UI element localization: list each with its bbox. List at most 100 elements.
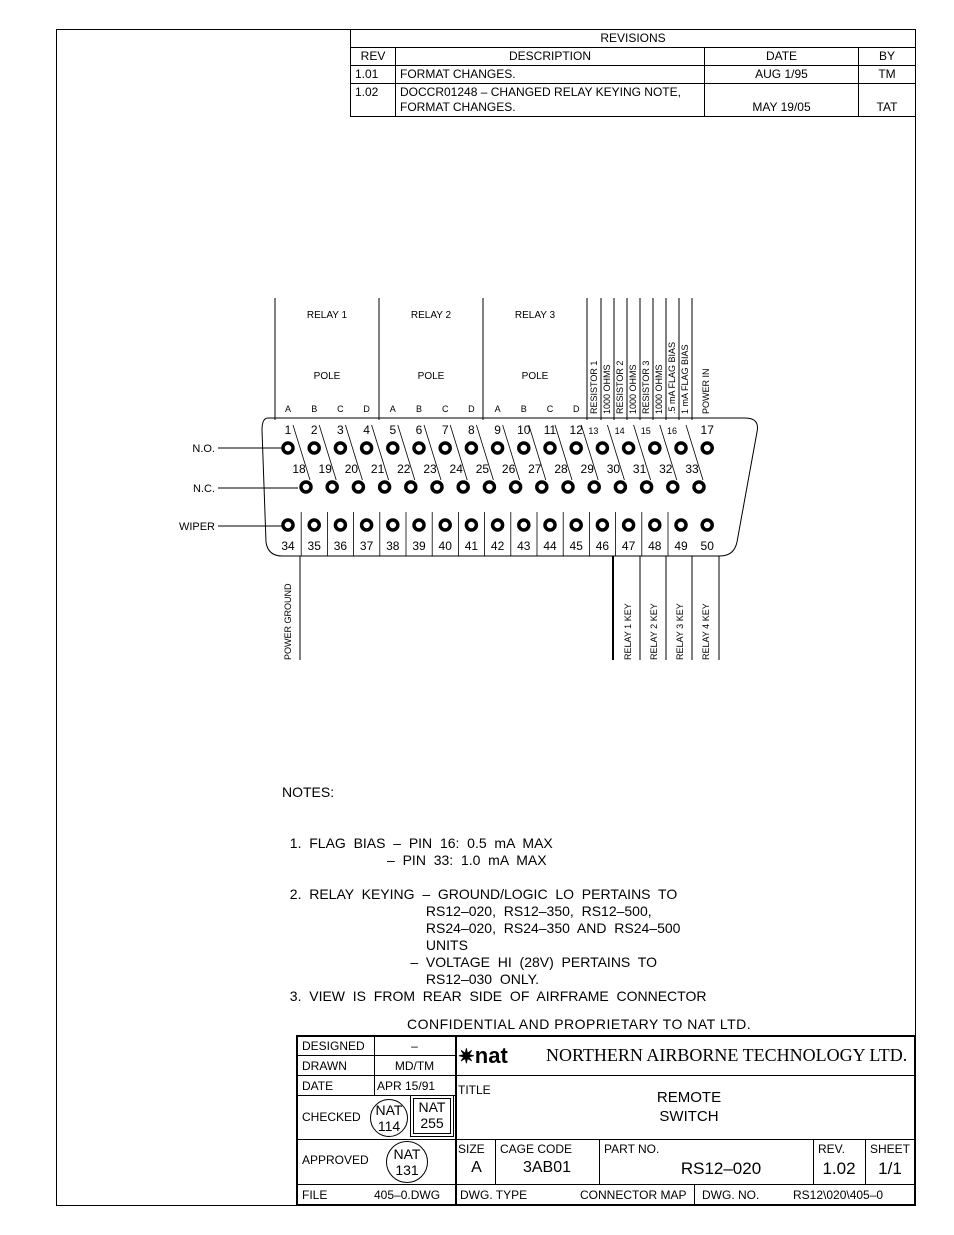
pin-number: 42 <box>491 539 505 553</box>
pin-contact <box>412 441 426 455</box>
starburst-icon: ✷ <box>458 1046 475 1068</box>
pin-contact <box>404 480 418 494</box>
pin-number: 28 <box>554 462 568 476</box>
revisions-table: REVISIONS REV DESCRIPTION DATE BY 1.01 F… <box>350 29 916 117</box>
pole-letter: D <box>468 404 475 414</box>
pin-number: 11 <box>544 423 557 437</box>
row-label-wiper: WIPER <box>179 521 215 533</box>
pin-number: 39 <box>412 539 426 553</box>
vertical-pin-label: 1000 OHMS <box>628 364 638 414</box>
confidential-statement: CONFIDENTIAL AND PROPRIETARY TO NAT LTD. <box>407 1016 752 1032</box>
pin-contact <box>456 480 470 494</box>
pin-contact <box>333 441 348 455</box>
pin-number: 48 <box>648 539 662 553</box>
note-line: 1. FLAG BIAS – PIN 16: 0.5 mA MAX <box>282 835 553 851</box>
drawn-value: MD/TM <box>394 1059 435 1073</box>
pin-number: 29 <box>581 462 595 476</box>
pin-contact <box>621 441 636 455</box>
drawn-label: DRAWN <box>302 1059 347 1073</box>
pin-contact <box>430 480 444 494</box>
pin-number: 46 <box>596 539 610 553</box>
nat-logo: ✷nat <box>458 1043 508 1068</box>
designed-value: – <box>411 1039 418 1053</box>
notes-lines: 1. FLAG BIAS – PIN 16: 0.5 mA MAX – PIN … <box>282 835 707 1005</box>
pole-letter: B <box>521 404 527 414</box>
pin-contact <box>666 480 680 494</box>
pin-number: 6 <box>416 423 423 437</box>
pin-number: 25 <box>476 462 490 476</box>
description-line: DOCCR01248 – CHANGED RELAY KEYING NOTE, <box>400 85 681 99</box>
vertical-pin-label: .5 mA FLAG BIAS <box>667 342 677 414</box>
pin-contact <box>639 480 654 494</box>
pin-number: 35 <box>308 539 322 553</box>
pole-label: POLE <box>314 371 341 382</box>
part-no-label: PART NO. <box>604 1142 660 1156</box>
pin-separator <box>476 424 494 481</box>
pole-letter: A <box>285 404 291 414</box>
vertical-pin-label: RESISTOR 1 <box>589 361 599 414</box>
note-line: 2. RELAY KEYING – GROUND/LOGIC LO PERTAI… <box>282 886 678 902</box>
note-line: RS12–020, RS12–350, RS12–500, <box>282 903 652 919</box>
pin-contact <box>587 480 601 494</box>
pin-separator <box>528 424 547 481</box>
pin-contact <box>517 518 531 532</box>
pin-separator <box>449 424 468 481</box>
pin-number: 21 <box>371 462 385 476</box>
pin-number: 45 <box>570 539 584 553</box>
pin-number: 22 <box>397 462 411 476</box>
pin-number: 10 <box>517 423 531 437</box>
pin-contact <box>299 480 313 494</box>
pin-number: 38 <box>386 539 400 553</box>
pin-number: 36 <box>334 539 348 553</box>
pin-number: 50 <box>701 539 715 553</box>
pin-contact <box>438 441 452 455</box>
pole-letter: B <box>311 404 317 414</box>
rev-label: REV. <box>818 1142 845 1156</box>
bottom-pin-label: RELAY 2 KEY <box>649 603 659 660</box>
pin-number: 5 <box>389 423 396 437</box>
date-label: DATE <box>302 1079 334 1093</box>
pin-number: 41 <box>465 539 479 553</box>
note-line: 3. VIEW IS FROM REAR SIDE OF AIRFRAME CO… <box>282 988 707 1004</box>
pin-number: 15 <box>641 426 651 436</box>
pin-number: 23 <box>423 462 437 476</box>
bottom-pin-label: RELAY 4 KEY <box>701 603 711 660</box>
designed-label: DESIGNED <box>302 1039 365 1053</box>
title-line-2: SWITCH <box>659 1108 719 1125</box>
sheet-value: 1/1 <box>878 1159 902 1178</box>
size-value: A <box>471 1159 482 1176</box>
pole-label: POLE <box>418 371 445 382</box>
pin-number: 31 <box>633 462 647 476</box>
pole-letter: A <box>495 404 501 414</box>
pole-letter: B <box>416 404 422 414</box>
by-cell: TAT <box>858 83 916 117</box>
pole-letter: D <box>363 404 370 414</box>
pin-separator <box>397 424 416 481</box>
bottom-pin-label: POWER GROUND <box>283 583 293 660</box>
cage-code-label: CAGE CODE <box>500 1142 573 1156</box>
file-value: 405–0.DWG <box>374 1188 441 1202</box>
pin-contact <box>490 441 505 455</box>
pin-number: 33 <box>685 462 699 476</box>
pin-number: 34 <box>281 539 295 553</box>
size-label: SIZE <box>458 1142 485 1156</box>
pin-contact <box>517 441 531 455</box>
pin-contact <box>595 441 610 455</box>
company-name: NORTHERN AIRBORNE TECHNOLOGY LTD. <box>546 1045 908 1065</box>
pin-number: 49 <box>674 539 688 553</box>
pin-number: 24 <box>450 462 464 476</box>
pin-separator <box>633 424 651 481</box>
description-cell: DOCCR01248 – CHANGED RELAY KEYING NOTE,F… <box>395 83 705 117</box>
pin-contact <box>648 441 662 455</box>
dwg-no-label: DWG. NO. <box>702 1188 760 1202</box>
title-label: TITLE <box>458 1083 491 1097</box>
rev-value: 1.02 <box>822 1159 856 1178</box>
pin-number: 20 <box>345 462 359 476</box>
date-cell: MAY 19/05 <box>704 83 859 117</box>
pin-contact <box>386 441 400 455</box>
relay-label: RELAY 1 <box>307 310 348 321</box>
diagram-lines <box>218 298 758 660</box>
